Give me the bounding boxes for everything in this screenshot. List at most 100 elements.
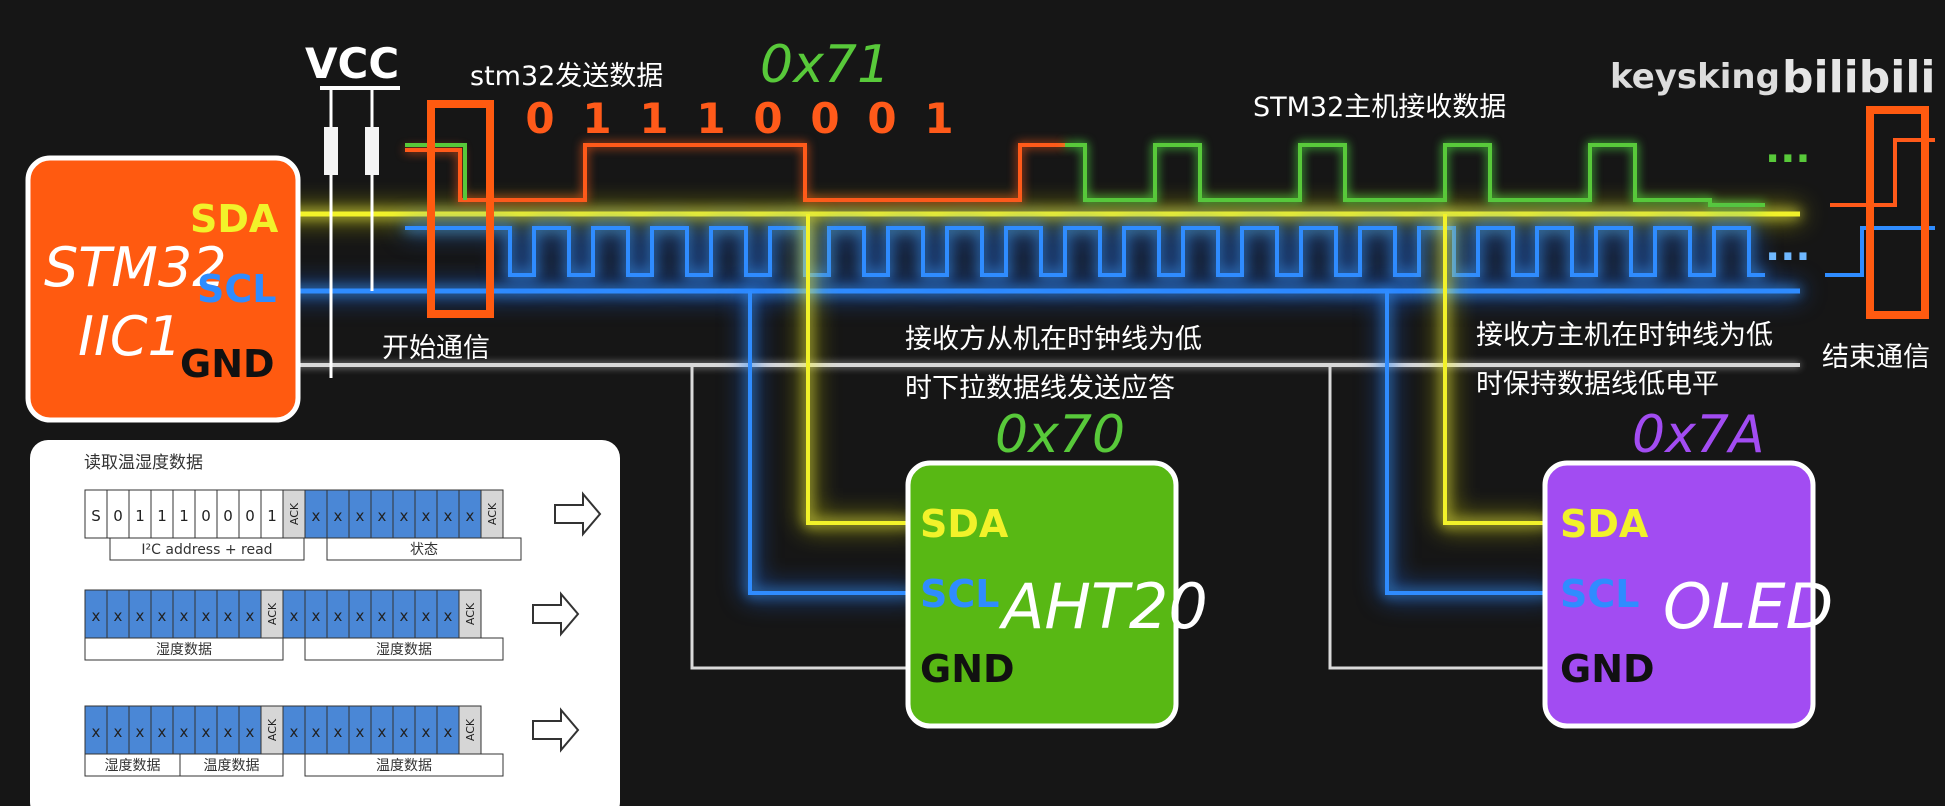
oled-device[interactable]: 0x7A SDA SCL GND OLED (1542, 405, 1833, 729)
stm32-peripheral: IIC1 (78, 305, 182, 368)
start-label: 开始通信 (382, 333, 490, 364)
datasheet-cell-text: x (466, 507, 475, 525)
datasheet-cell-text: x (180, 723, 189, 741)
datasheet-cell-text: 0 (223, 507, 233, 525)
pullup-resistors: VCC (305, 39, 400, 378)
datasheet-cell-text: 0 (245, 507, 255, 525)
datasheet-field-box (109, 537, 305, 561)
slave-ack-note-line1: 接收方从机在时钟线为低 (905, 324, 1202, 355)
datasheet-cell-text: x (92, 723, 101, 741)
start-condition-frame[interactable] (427, 100, 494, 318)
stop-condition-frame[interactable] (1866, 106, 1929, 319)
datasheet-field-box (304, 637, 504, 661)
datasheet-cell-text: 1 (267, 507, 277, 525)
datasheet-field-label: 湿度数据 (105, 758, 161, 774)
aht20-device[interactable]: 0x70 SDA SCL GND AHT20 (905, 405, 1208, 729)
stm32-device[interactable]: STM32 IIC1 SDA SCL GND (25, 155, 301, 423)
datasheet-cell-text: x (378, 607, 387, 625)
datasheet-cell-text: x (400, 607, 409, 625)
datasheet-cell-text: 1 (179, 507, 189, 525)
aht20-box (905, 460, 1179, 729)
datasheet-cell-text: x (312, 507, 321, 525)
datasheet-cell-text: ACK (266, 718, 279, 741)
datasheet-cell-text: x (136, 723, 145, 741)
datasheet-field-box (304, 753, 504, 777)
datasheet-cell-text: x (312, 723, 321, 741)
master-tx-waveform (405, 143, 1065, 202)
next-row-arrow-icon (532, 707, 580, 753)
master-rx-waveform (1065, 143, 1765, 207)
sda-pullup-resistor (324, 127, 338, 175)
tx-bit: 1 (639, 94, 668, 143)
stm32-box (25, 155, 301, 423)
datasheet-cell-text: x (422, 723, 431, 741)
datasheet-cell-text: x (400, 723, 409, 741)
datasheet-cell-text: x (378, 723, 387, 741)
stm32-gnd-pin: GND (180, 342, 275, 386)
datasheet-cell-text: ACK (486, 502, 499, 525)
aht20-sda-pin: SDA (920, 502, 1009, 546)
datasheet-cell-text: ACK (288, 502, 301, 525)
datasheet-cell-text: ACK (266, 602, 279, 625)
aht20-hex: 0x70 (995, 405, 1125, 465)
tx-hex: 0x71 (760, 35, 890, 95)
stm32-scl-pin: SCL (197, 267, 276, 311)
datasheet-cell-text: x (444, 607, 453, 625)
datasheet-field-label: I²C address + read (141, 542, 272, 558)
brand: keysking bilibili (1610, 52, 1935, 103)
datasheet-field-box (326, 537, 522, 561)
tx-bit: 0 (867, 94, 896, 143)
tx-bit: 0 (810, 94, 839, 143)
datasheet-cell-text: x (400, 507, 409, 525)
datasheet-field-label: 温度数据 (204, 758, 260, 774)
datasheet-field-label: 状态 (410, 542, 438, 558)
datasheet-field-label: 温度数据 (376, 758, 432, 774)
oled-sda-pin: SDA (1560, 502, 1649, 546)
next-row-arrow-icon (554, 491, 602, 537)
datasheet-cell-text: 1 (135, 507, 145, 525)
datasheet-cell-text: x (422, 507, 431, 525)
datasheet-cell-text: x (92, 607, 101, 625)
datasheet-cell-text: x (202, 723, 211, 741)
datasheet-field-label: 湿度数据 (376, 642, 432, 658)
oled-box (1542, 460, 1816, 729)
master-ack-note-line1: 接收方主机在时钟线为低 (1476, 320, 1773, 351)
aht20-name: AHT20 (998, 570, 1208, 643)
datasheet-title: 读取温湿度数据 (84, 453, 203, 473)
datasheet-cell-text: 0 (201, 507, 211, 525)
oled-wires (1328, 214, 1550, 670)
datasheet-cell-text: x (224, 607, 233, 625)
datasheet-cell-text: x (378, 507, 387, 525)
datasheet-cell-text: x (444, 507, 453, 525)
slave-ack-note-line2: 时下拉数据线发送应答 (905, 373, 1175, 404)
scl-pullup-resistor (365, 127, 379, 175)
datasheet-cell-text: x (136, 607, 145, 625)
datasheet-cell-text: x (180, 607, 189, 625)
tx-bit: 1 (924, 94, 953, 143)
datasheet-cell-text: 1 (157, 507, 167, 525)
oled-hex: 0x7A (1632, 405, 1765, 465)
datasheet-cell-text: x (158, 607, 167, 625)
scl-ellipsis: ··· (1765, 234, 1811, 280)
end-label: 结束通信 (1822, 342, 1930, 373)
tx-caption: stm32发送数据 (470, 61, 663, 92)
vcc-label: VCC (305, 39, 399, 88)
oled-scl-pin: SCL (1560, 572, 1639, 616)
tx-bit: 0 (753, 94, 782, 143)
datasheet-cell-text: x (224, 723, 233, 741)
datasheet-cell-text: ACK (464, 718, 477, 741)
bus-lines (245, 211, 1800, 367)
tx-bit: 0 (525, 94, 554, 143)
datasheet-cell-text: 0 (113, 507, 123, 525)
datasheet-cell-text: x (246, 723, 255, 741)
datasheet-cell-text: x (114, 723, 123, 741)
stm32-name: STM32 (44, 236, 227, 299)
datasheet-cell-text: x (290, 723, 299, 741)
datasheet-cell-text: x (290, 607, 299, 625)
aht20-scl-pin: SCL (920, 572, 999, 616)
